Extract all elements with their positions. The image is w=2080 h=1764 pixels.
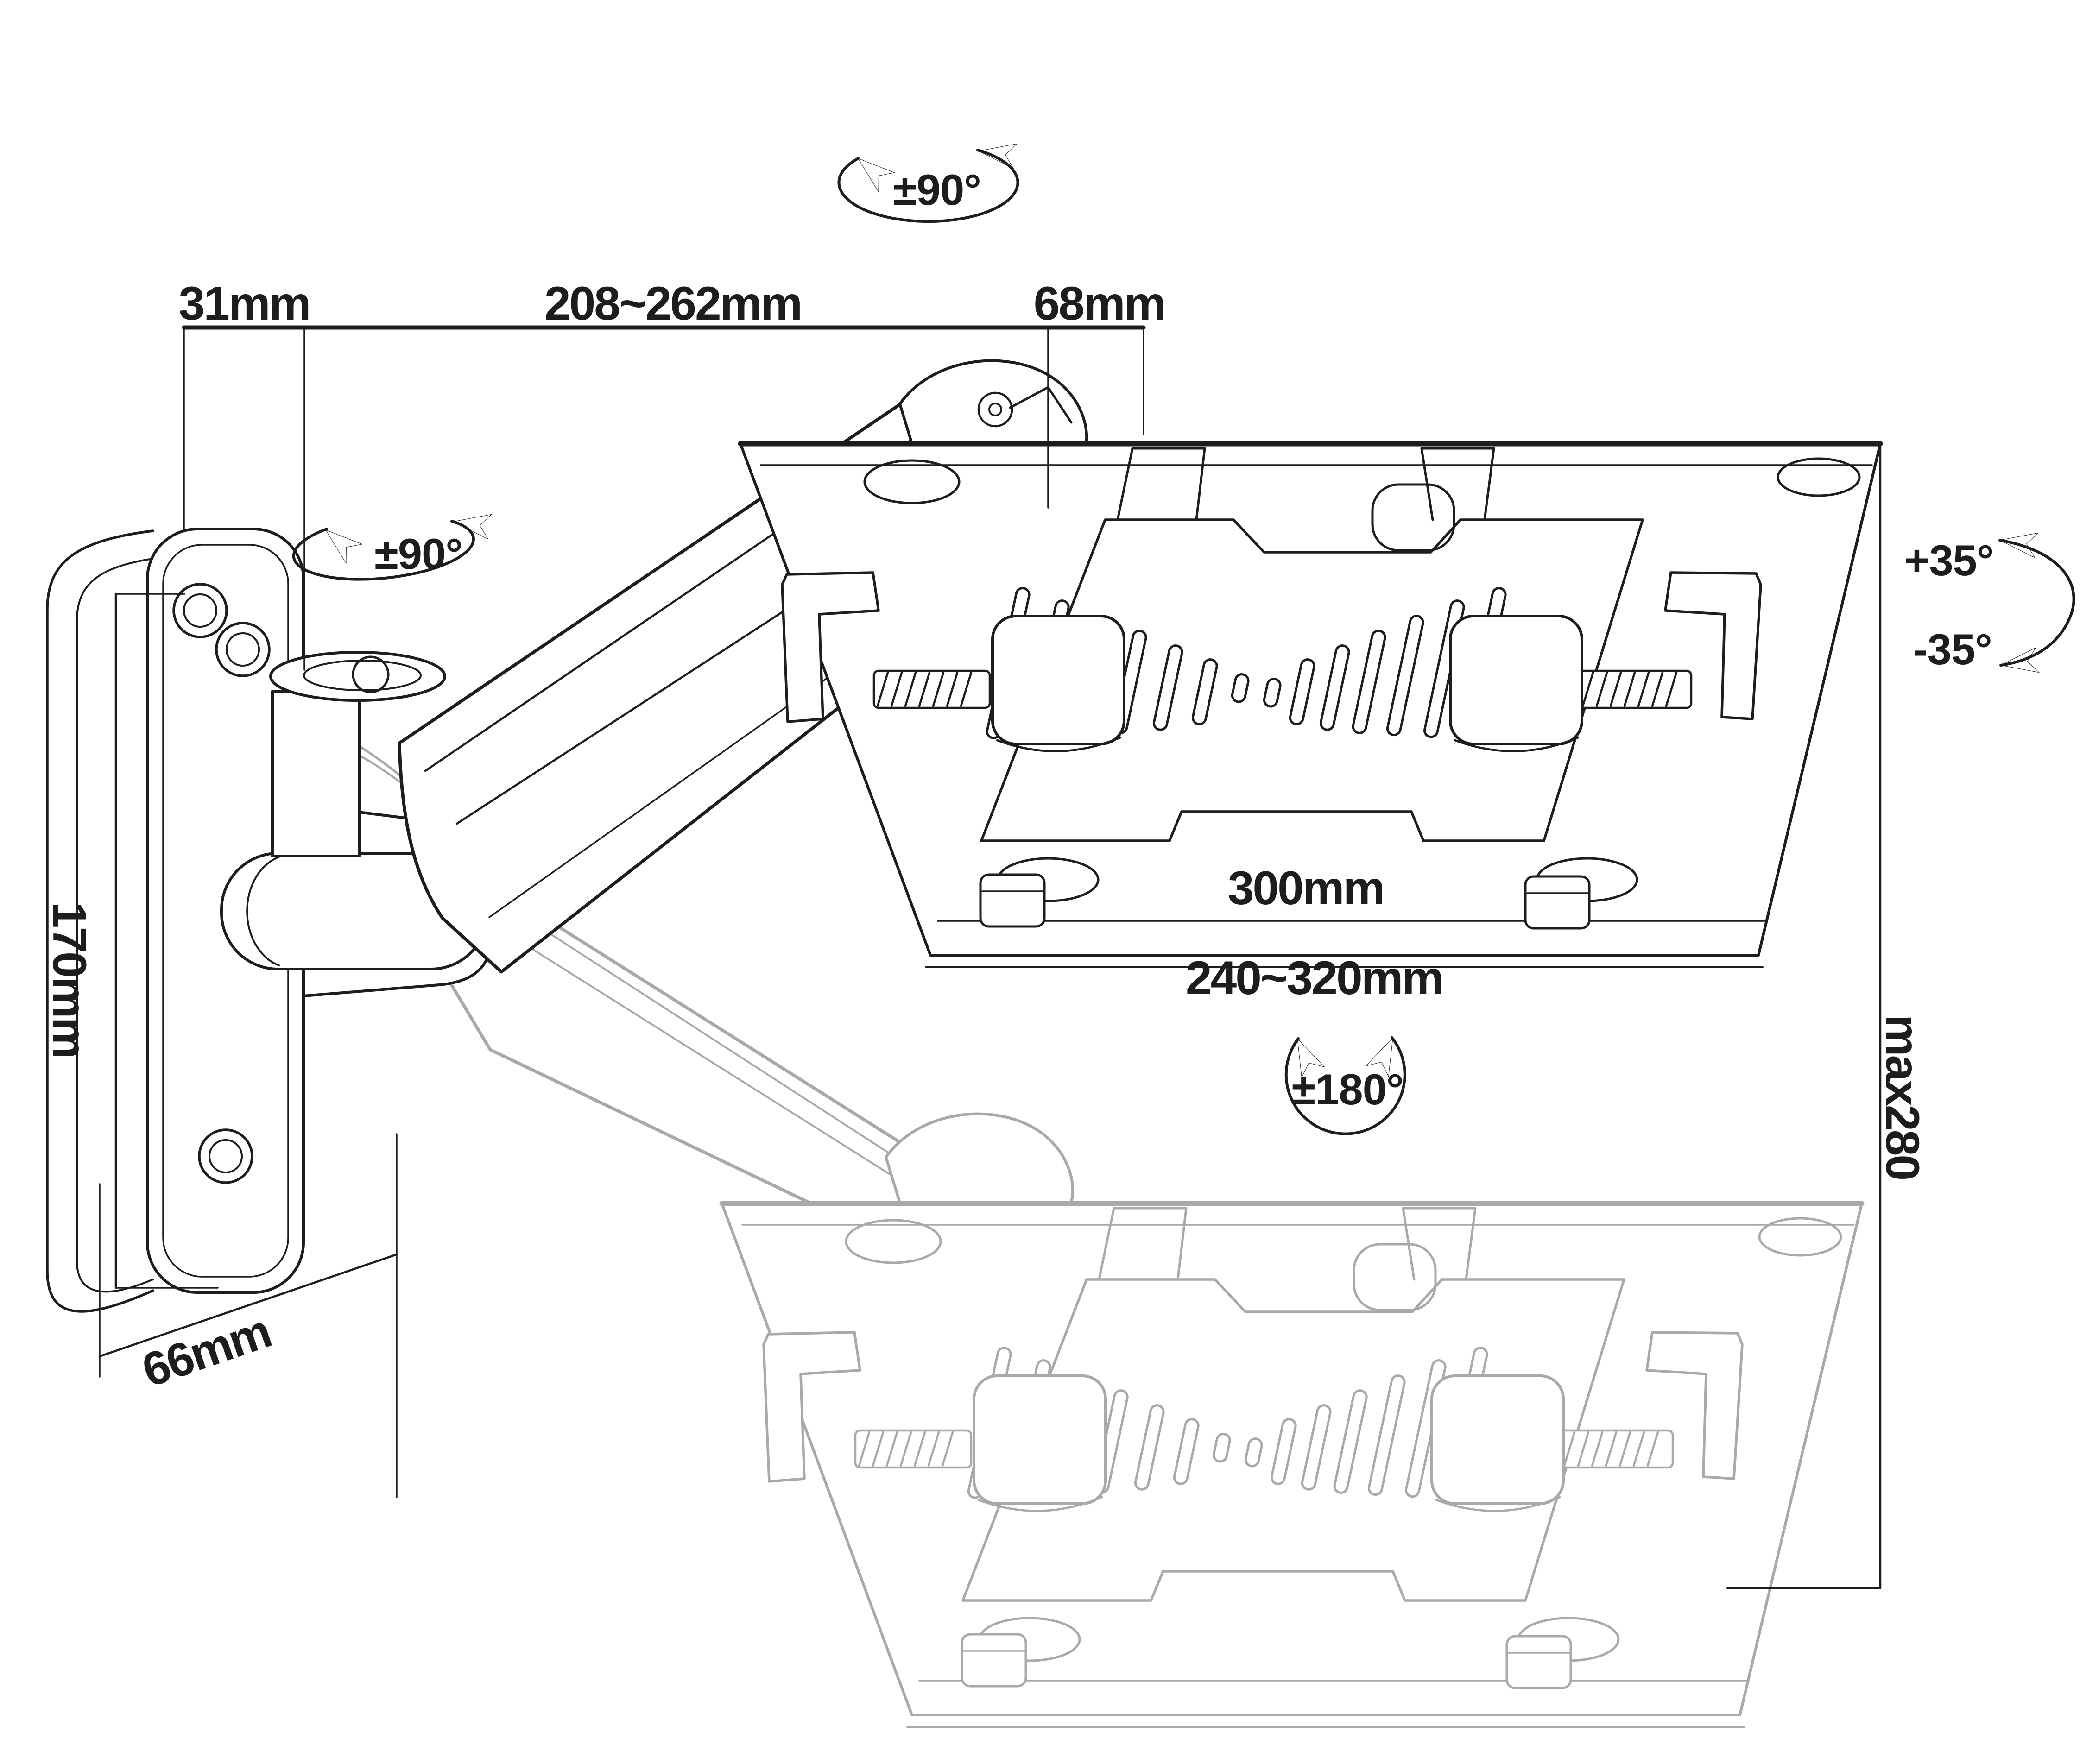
swivel-top-symbol — [837, 138, 1019, 223]
swivel-pivot-symbol — [292, 509, 492, 581]
pivot-post — [271, 690, 361, 857]
wall-plate-side — [46, 529, 154, 1313]
pivot-screw — [352, 655, 390, 693]
arm-head-screw — [977, 391, 1013, 428]
dim-label-66mm: 66mm — [136, 1304, 277, 1397]
mount-hole-top-2 — [215, 622, 271, 677]
angle-label-swivel-top: ±90° — [893, 165, 981, 214]
hinge-barrel-cap — [246, 856, 280, 966]
angle-label-rotate-tray: ±180° — [1291, 1065, 1403, 1114]
angle-label-tilt-up: +35° — [1904, 536, 1993, 585]
dim-line-66 — [98, 1253, 398, 1358]
mount-hole-top-1 — [172, 583, 228, 638]
mount-assembly — [46, 359, 1880, 1313]
dim-label-240-320mm: 240~320mm — [1186, 951, 1442, 1004]
dim-label-max280: max280 — [1876, 1014, 1929, 1179]
mount-hole-bottom — [198, 1128, 253, 1184]
angle-label-tilt-down: -35° — [1913, 625, 1991, 674]
dim-label-31mm: 31mm — [179, 277, 310, 330]
rotate-tray-symbol — [1284, 1032, 1406, 1135]
ghost-arm-line — [459, 902, 974, 1228]
dim-label-208-262mm: 208~262mm — [544, 277, 801, 330]
dim-label-300mm: 300mm — [1228, 862, 1384, 914]
pivot-cap — [269, 651, 446, 702]
dim-label-68mm: 68mm — [1034, 277, 1165, 330]
ghost-lowered-position — [184, 680, 1862, 1727]
tilt-symbol — [1998, 527, 2075, 678]
arm-head-screw-center — [988, 403, 1002, 416]
angle-label-swivel-pivot: ±90° — [374, 529, 462, 578]
wall-plate-side-contour — [76, 558, 154, 1293]
dim-label-170mm: 170mm — [43, 902, 96, 1058]
dimension-annotations — [98, 138, 2075, 1589]
